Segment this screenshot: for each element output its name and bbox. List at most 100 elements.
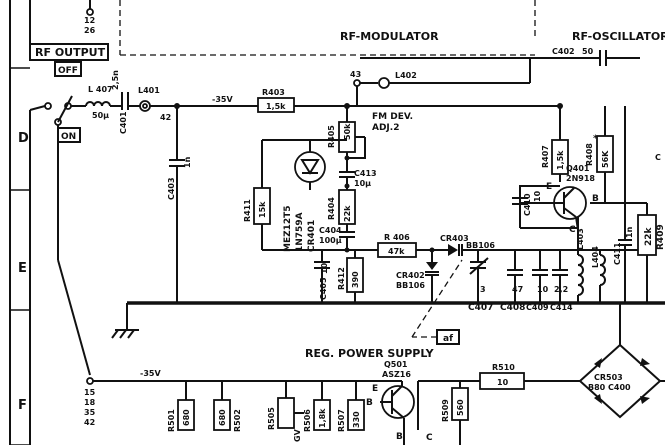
side-c-label: C xyxy=(655,153,661,162)
c405-value: 10 xyxy=(320,262,329,274)
varicap-cr402 xyxy=(425,262,439,276)
c410-label: C410 xyxy=(523,193,532,216)
q401-pin-b: B xyxy=(592,194,599,204)
switch-off-label: OFF xyxy=(58,66,78,76)
fm-dev-label-2: ADJ.2 xyxy=(372,123,399,133)
connector-bottom-35: 35 xyxy=(84,408,96,417)
q401-label: Q401 xyxy=(566,164,590,173)
inductor-l403 xyxy=(577,254,584,296)
c410-value: 10 xyxy=(533,190,542,202)
c403-label: C403 xyxy=(167,177,176,200)
l407-value: 50µ xyxy=(92,111,109,120)
connector-bottom-42: 42 xyxy=(84,418,95,427)
connector-top-26: 26 xyxy=(84,26,96,35)
cr402-value: BB106 xyxy=(396,281,425,290)
c404-label: C404 xyxy=(319,226,342,235)
ground-symbol xyxy=(111,329,139,339)
capacitor-c414 xyxy=(552,269,568,276)
r509-value: 560 xyxy=(456,399,465,416)
cr401-part-1: MEZ12T5 xyxy=(283,205,293,252)
c408-value: 47 xyxy=(512,285,523,294)
c407-value: 3 xyxy=(480,285,486,294)
r501-value: 680 xyxy=(182,409,191,426)
c401-label: C401 xyxy=(119,111,128,134)
cr401-part-3: CR401 xyxy=(307,220,317,252)
q501-value: ASZ16 xyxy=(382,370,411,379)
inductor-l401 xyxy=(139,100,151,112)
cr503-value: B80 C400 xyxy=(588,383,631,392)
l401-label: L401 xyxy=(138,86,160,95)
c411-value: 1n xyxy=(625,226,634,238)
q501-pin-e: E xyxy=(372,384,378,394)
fm-dev-label-1: FM DEV. xyxy=(372,112,413,122)
cr402-label: CR402 xyxy=(396,271,425,280)
neg35v-bottom-label: -35V xyxy=(140,369,161,378)
q501-pin-b: B xyxy=(366,398,373,408)
r408-star: * xyxy=(593,134,598,144)
c407-label: C407 xyxy=(468,303,493,313)
r404-value: 22k xyxy=(343,205,352,222)
c409-value: 10 xyxy=(537,285,549,294)
row-label-e: E xyxy=(18,261,27,276)
c404-value: 100µ xyxy=(319,236,342,245)
r409-label: R409 xyxy=(656,224,665,250)
c414-label: C414 xyxy=(550,303,573,312)
r506-label: R506 xyxy=(303,409,312,432)
r403-value: 1,5k xyxy=(266,102,286,111)
resistor-r507 xyxy=(347,399,365,431)
q501-label: Q501 xyxy=(384,360,408,369)
r411-label: R411 xyxy=(243,199,252,222)
node-43-label: 43 xyxy=(350,70,361,79)
r411-value: 15k xyxy=(258,201,267,218)
title-rf-modulator: RF-MODULATOR xyxy=(340,30,439,43)
r407-label: R407 xyxy=(541,145,550,168)
r406-value: 47k xyxy=(388,247,405,256)
inductor-l402 xyxy=(378,77,390,89)
r408-label: R408 xyxy=(585,143,594,166)
cr403-value: BB106 xyxy=(466,241,495,250)
node-42-label: 42 xyxy=(160,113,171,122)
c408-label: C408 xyxy=(500,303,525,313)
c413-value: 10µ xyxy=(354,179,371,188)
l402-label: L402 xyxy=(395,71,417,80)
c411-label: C411 xyxy=(613,242,622,265)
r502-label: R502 xyxy=(233,409,242,432)
row-label-d: D xyxy=(18,131,29,146)
capacitor-c413 xyxy=(339,171,355,178)
zener-diode-cr401 xyxy=(294,151,326,183)
r510-label: R510 xyxy=(492,363,515,372)
c402-label: C402 xyxy=(552,47,575,56)
rf-output-label-box xyxy=(29,43,109,61)
connector-bottom-15: 15 xyxy=(84,388,96,397)
c403-value: 1n xyxy=(183,156,192,168)
l407-label: L 407 xyxy=(88,85,113,94)
bridge-rectifier-cr503 xyxy=(578,343,662,419)
resistor-r502 xyxy=(213,399,231,431)
title-rf-oscillator: RF-OSCILLATOR xyxy=(572,30,665,43)
r506-value: 1,8k xyxy=(318,408,327,428)
r501-label: R501 xyxy=(167,409,176,432)
af-label: af xyxy=(443,334,453,344)
r404-label: R404 xyxy=(327,197,336,220)
r409-value: 22k xyxy=(644,226,654,246)
varicap-cr403 xyxy=(448,244,463,256)
l404-label: L404 xyxy=(591,246,600,268)
rf-output-switch xyxy=(29,95,91,376)
switch-on-label: ON xyxy=(61,132,76,142)
r406-label: R 406 xyxy=(384,233,410,242)
c401-value: 2,5n xyxy=(111,70,120,90)
capacitor-c401 xyxy=(121,92,140,110)
r510-value: 10 xyxy=(497,378,509,387)
row-label-f: F xyxy=(18,398,27,413)
grid-frame xyxy=(9,0,31,445)
r412-value: 390 xyxy=(351,271,360,288)
connector-top-12: 12 xyxy=(84,16,95,25)
resistor-r506 xyxy=(313,399,331,431)
r507-label: R507 xyxy=(337,409,346,432)
q501-pin-b-lower: B xyxy=(396,432,403,442)
cr403-label: CR403 xyxy=(440,234,469,243)
q401-pin-c: C xyxy=(569,225,576,235)
c405-label: C405 xyxy=(319,277,328,300)
cr401-part-2: 1N759A xyxy=(295,212,305,252)
